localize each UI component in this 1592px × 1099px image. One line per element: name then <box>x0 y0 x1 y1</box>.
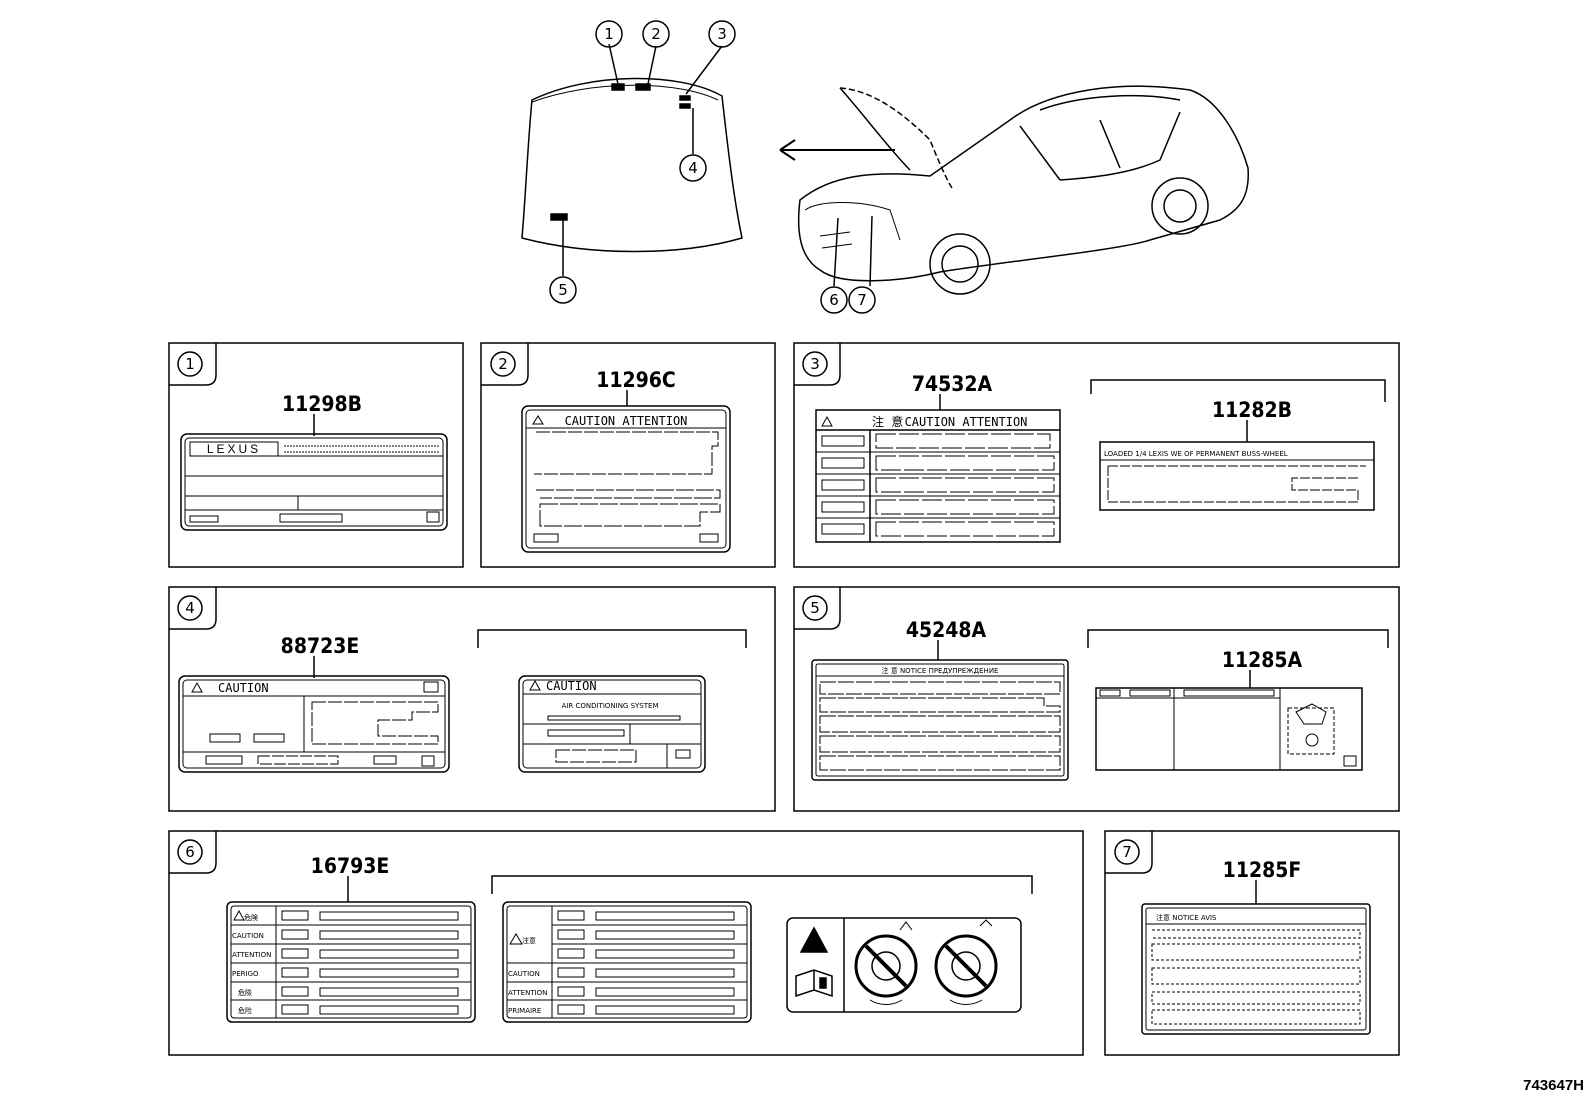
part-number-11282B: 11282B <box>1212 398 1292 422</box>
row-label-3: PERIGO <box>232 970 259 978</box>
row-label-2: ATTENTION <box>232 951 271 959</box>
panel-5-frame <box>793 586 1400 812</box>
panel-7-frame <box>1104 830 1400 1056</box>
label-74532A-heading-jp: 注 意 <box>872 414 903 429</box>
panel-5-number: 5 <box>810 599 820 617</box>
callout-4 <box>679 154 707 182</box>
label-88723E-alt <box>518 675 706 773</box>
row-label-5: 危险 <box>238 1006 252 1015</box>
label-11285F-heading: 注意 NOTICE AVIS <box>1156 913 1217 922</box>
part-number-11285F: 11285F <box>1223 858 1302 882</box>
panel-2-frame <box>480 342 776 568</box>
callout-6-number: 6 <box>829 291 839 309</box>
label-11285F <box>1141 903 1371 1035</box>
panel-6-number: 6 <box>185 843 195 861</box>
label-88723E <box>178 675 450 773</box>
callout-3 <box>708 20 736 48</box>
label-11298B <box>180 433 448 531</box>
part-number-11298B: 11298B <box>282 392 362 416</box>
panel-4-number: 4 <box>185 599 195 617</box>
panel-4-frame <box>168 586 776 812</box>
callout-3-number: 3 <box>717 25 727 43</box>
label-88723E-alt-heading: CAUTION <box>546 679 597 693</box>
ac-engine-diagram-icon <box>1287 703 1335 755</box>
label-16793E <box>226 901 476 1023</box>
label-88723E-alt-subheading: AIR CONDITIONING SYSTEM <box>562 702 659 710</box>
callout-7-number: 7 <box>857 291 867 309</box>
part-number-45248A: 45248A <box>906 618 987 642</box>
alt-row-label-2: ATTENTION <box>508 989 547 997</box>
diagram-id: 743647H <box>1523 1077 1584 1094</box>
panel-7-number: 7 <box>1122 843 1132 861</box>
part-number-74532A: 74532A <box>912 372 993 396</box>
lexus-logo: LEXUS <box>207 442 261 456</box>
label-11285A <box>1095 687 1363 771</box>
label-11296C <box>521 405 731 553</box>
label-16793E-alt <box>502 901 752 1023</box>
row-label-1: CAUTION <box>232 932 264 940</box>
panel-6-frame <box>168 830 1084 1056</box>
no-hand-fan-icon <box>854 921 918 1005</box>
part-number-88723E: 88723E <box>281 634 360 658</box>
panel-1-frame <box>168 342 464 568</box>
panel-3-frame <box>793 342 1400 568</box>
callout-7 <box>848 286 876 314</box>
callout-5 <box>549 276 577 304</box>
label-45248A-heading: 注 意 NOTICE ПРЕДУПРЕЖДЕНИЕ <box>882 666 999 675</box>
row-label-4: 危險 <box>238 988 252 997</box>
callout-4-number: 4 <box>688 159 698 177</box>
label-11296C-heading: CAUTION ATTENTION <box>565 414 688 428</box>
car-drawing <box>779 85 1249 295</box>
label-74532A <box>815 409 1061 543</box>
callout-5-number: 5 <box>558 281 568 299</box>
label-11282B <box>1099 441 1375 511</box>
label-45248A <box>811 659 1069 781</box>
row-label-0: 危険 <box>244 913 258 922</box>
callout-6 <box>820 286 848 314</box>
part-number-11296C: 11296C <box>596 368 676 392</box>
part-number-11285A: 11285A <box>1222 648 1303 672</box>
label-74532A-heading: CAUTION ATTENTION <box>905 415 1028 429</box>
panel-1-number: 1 <box>185 355 195 373</box>
no-hand-belt-icon <box>934 919 998 1005</box>
label-pictogram <box>786 917 1022 1013</box>
alt-row-label-0: 注意 <box>522 936 536 945</box>
label-11282B-heading: LOADED 1/4 LEXIS WE OF PERMANENT BUSS-WH… <box>1104 450 1288 458</box>
manual-info-icon <box>795 969 833 998</box>
part-number-16793E: 16793E <box>311 854 390 878</box>
panel-2-number: 2 <box>498 355 508 373</box>
callout-2 <box>642 20 670 48</box>
callout-2-number: 2 <box>651 25 661 43</box>
panel-3-number: 3 <box>810 355 820 373</box>
alt-row-label-1: CAUTION <box>508 970 540 978</box>
callout-1 <box>595 20 623 48</box>
alt-row-label-3: PRIMAIRE <box>508 1007 541 1015</box>
hood-drawing <box>521 43 743 276</box>
warning-triangle-icon <box>799 926 829 953</box>
label-88723E-heading: CAUTION <box>218 681 269 695</box>
callout-1-number: 1 <box>604 25 614 43</box>
